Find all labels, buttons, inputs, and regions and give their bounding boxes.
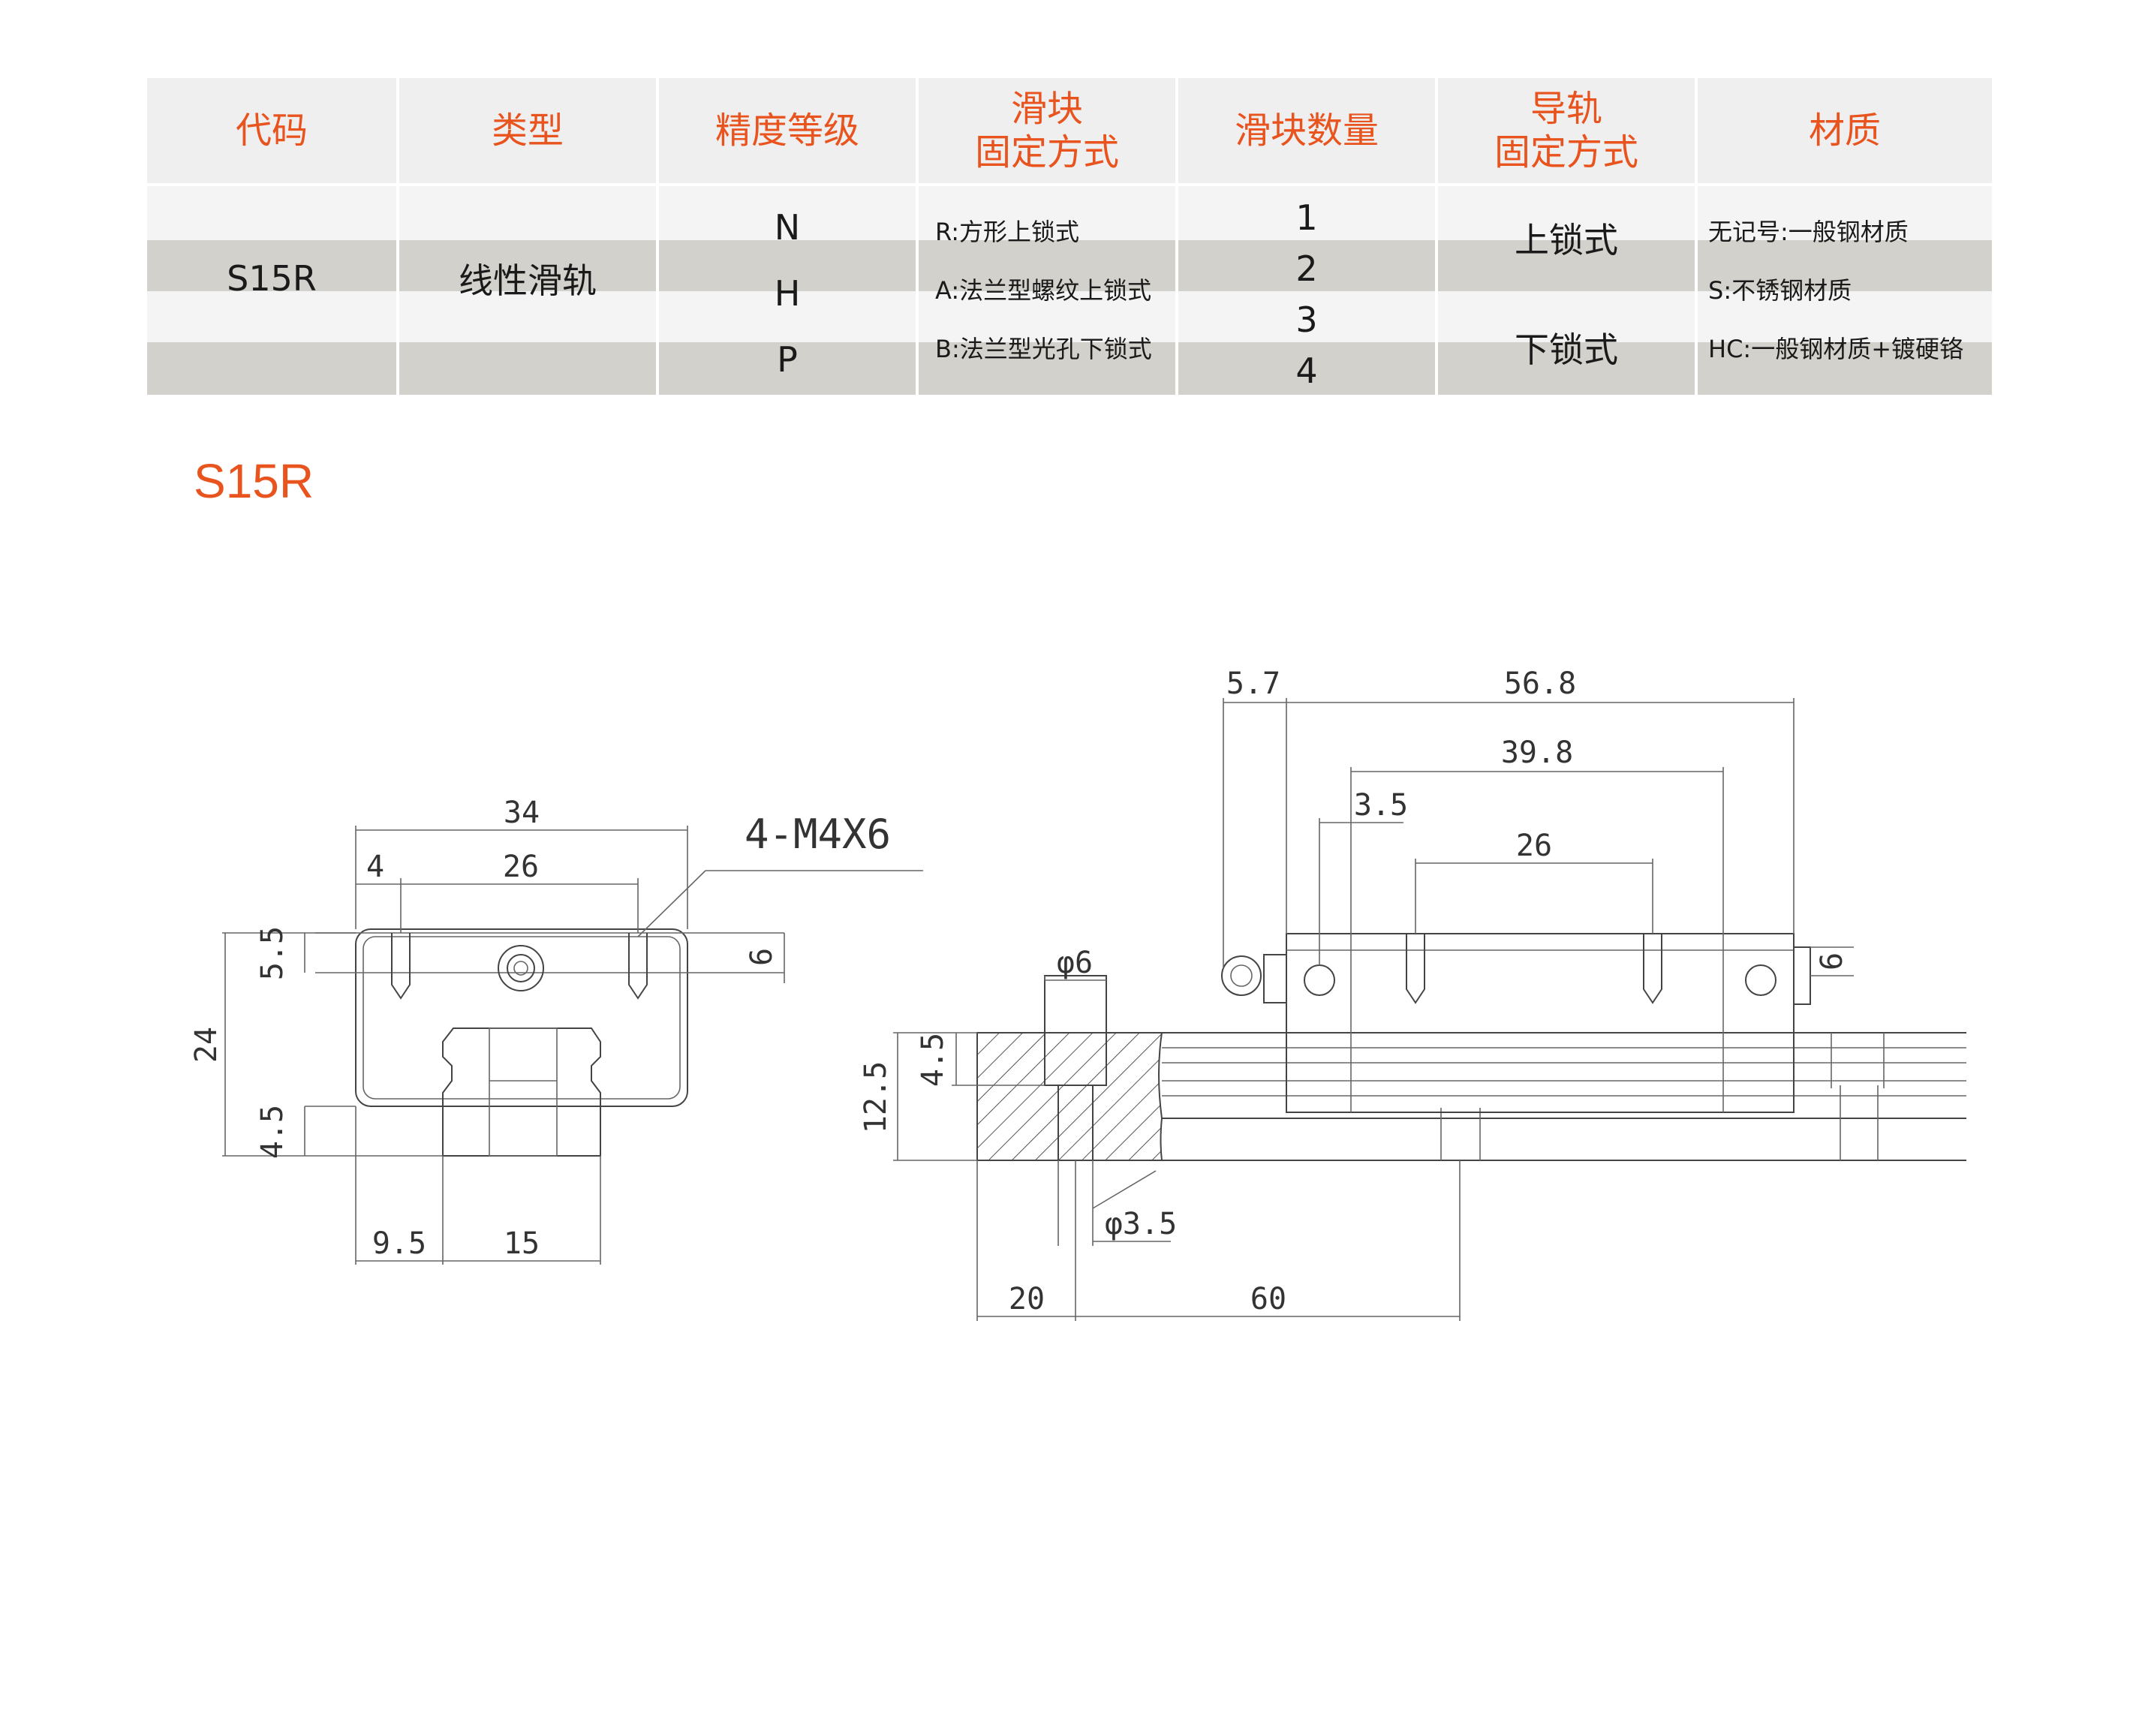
table-band-1 <box>147 186 1992 240</box>
dim-top-gap: 5.5 <box>255 926 290 980</box>
side-view: 5.7 56.8 39.8 3.5 26 6 φ6 φ3.5 12.5 4. <box>859 666 1966 1321</box>
dim-through-hole-dia: φ3.5 <box>1105 1207 1177 1241</box>
header-block-count: 滑块数量 <box>1234 110 1379 152</box>
dim-rail-width: 15 <box>504 1226 540 1261</box>
cell-code: S15R <box>227 258 317 299</box>
cell-rail-fixing-top: 上锁式 <box>1515 220 1618 260</box>
slider-block <box>1286 933 1795 1113</box>
dim-overall-width: 34 <box>504 796 540 830</box>
mount-hole-left <box>391 933 411 1000</box>
dim-hole-pitch: 26 <box>503 850 539 884</box>
header-type: 类型 <box>491 110 564 152</box>
spec-table: 代码 类型 精度等级 滑块 固定方式 滑块数量 导轨 固定方式 材质 S15R … <box>0 0 2139 420</box>
cell-precision-h: H <box>774 273 801 314</box>
dim-side-height: 6 <box>745 948 779 966</box>
header-block-fixing: 滑块 固定方式 <box>974 88 1119 173</box>
header-precision: 精度等级 <box>715 110 859 152</box>
block-body-inner <box>363 936 681 1100</box>
cell-count-2: 2 <box>1295 248 1318 289</box>
dim-body-length: 39.8 <box>1501 736 1573 770</box>
header-rail-fixing: 导轨 固定方式 <box>1494 88 1638 173</box>
cell-precision-n: N <box>774 207 801 248</box>
col-divider <box>1695 78 1698 395</box>
block-body <box>355 928 688 1107</box>
grease-nipple-side-icon <box>1221 955 1262 996</box>
rail-profile <box>442 1027 601 1157</box>
cell-count-1: 1 <box>1295 197 1318 238</box>
col-divider <box>1175 78 1178 395</box>
header-code: 代码 <box>235 110 308 152</box>
dim-hole-offset-side: 3.5 <box>1354 788 1408 823</box>
col-divider <box>1435 78 1438 395</box>
dim-height: 24 <box>189 1027 224 1063</box>
thread-callout: 4-M4X6 <box>745 811 891 858</box>
dim-rail-clearance: 4.5 <box>255 1105 290 1159</box>
end-cap-left <box>1304 964 1335 996</box>
dim-hole-pitch-rail: 60 <box>1250 1282 1286 1316</box>
cell-block-fixing-b: B:法兰型光孔下锁式 <box>935 335 1152 363</box>
table-band-3 <box>147 291 1992 342</box>
cell-count-3: 3 <box>1295 299 1318 340</box>
col-divider <box>656 78 659 395</box>
table-band-2 <box>147 240 1992 291</box>
table-header-band <box>147 78 1992 183</box>
cell-block-fixing-a: A:法兰型螺纹上锁式 <box>935 276 1152 305</box>
cell-precision-p: P <box>777 339 798 380</box>
mount-hole-right <box>628 933 648 1000</box>
cell-rail-fixing-bottom: 下锁式 <box>1515 329 1618 370</box>
col-divider <box>396 78 399 395</box>
dim-hole-pitch-side: 26 <box>1516 829 1552 863</box>
cell-material-chrome: HC:一般钢材质+镀硬铬 <box>1708 335 1964 363</box>
dim-counterbore-dia: φ6 <box>1057 946 1093 980</box>
grease-nipple-icon <box>498 945 544 991</box>
dim-counterbore-depth: 4.5 <box>916 1033 950 1087</box>
dim-rail-offset: 9.5 <box>372 1226 426 1261</box>
cell-count-4: 4 <box>1295 351 1318 391</box>
dim-overall-length: 56.8 <box>1504 666 1576 701</box>
header-material: 材质 <box>1808 110 1881 152</box>
dim-hole-edge-distance: 20 <box>1009 1282 1045 1316</box>
dim-hole-offset: 4 <box>366 850 384 884</box>
cell-material-stainless: S:不锈钢材质 <box>1708 276 1852 305</box>
dim-side-height-side: 6 <box>1815 952 1849 970</box>
front-view: 34 4 26 4-M4X6 6 24 5.5 4.5 9.5 15 <box>189 796 923 1265</box>
table-band-4 <box>147 342 1992 395</box>
dim-rail-height: 12.5 <box>859 1061 893 1133</box>
col-divider <box>916 78 919 395</box>
cell-block-fixing-r: R:方形上锁式 <box>935 218 1080 246</box>
cell-type: 线性滑轨 <box>459 260 597 301</box>
end-cap-right <box>1745 964 1776 996</box>
cell-material-plain: 无记号:一般钢材质 <box>1708 218 1909 246</box>
section-title: S15R <box>194 454 314 508</box>
dim-end-seal: 5.7 <box>1226 666 1280 701</box>
rail-section-hatch <box>976 1032 1163 1161</box>
